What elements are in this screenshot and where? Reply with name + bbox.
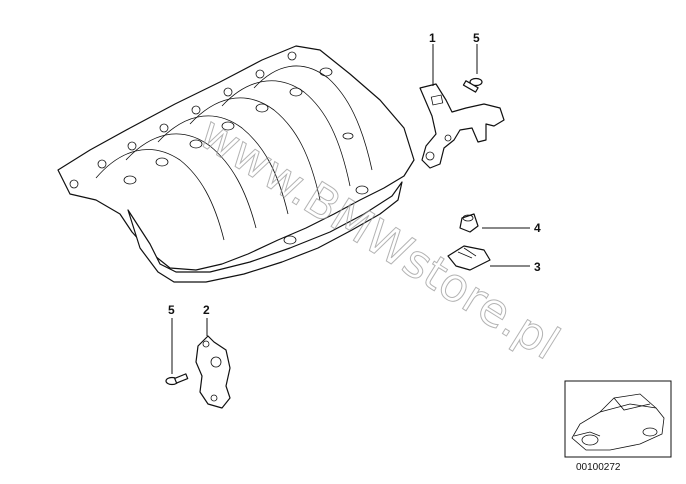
callout-3: 3 — [534, 260, 541, 274]
car-reference-thumbnail — [564, 380, 672, 458]
bolt-part-5-bottom — [165, 373, 189, 386]
callout-2: 2 — [203, 303, 210, 317]
callout-5-bottom: 5 — [168, 303, 175, 317]
bolt-part-5-top — [462, 77, 483, 93]
bolt-part-4 — [459, 213, 479, 233]
callout-4: 4 — [534, 221, 541, 235]
callout-5-top: 5 — [473, 31, 480, 45]
callout-1: 1 — [429, 31, 436, 45]
reference-code: 00100272 — [576, 462, 621, 473]
leader-lines — [171, 44, 530, 374]
bracket-part-2 — [195, 335, 231, 409]
bracket-part-1 — [419, 83, 505, 169]
clip-part-3 — [447, 245, 491, 271]
intake-manifold — [57, 45, 415, 283]
